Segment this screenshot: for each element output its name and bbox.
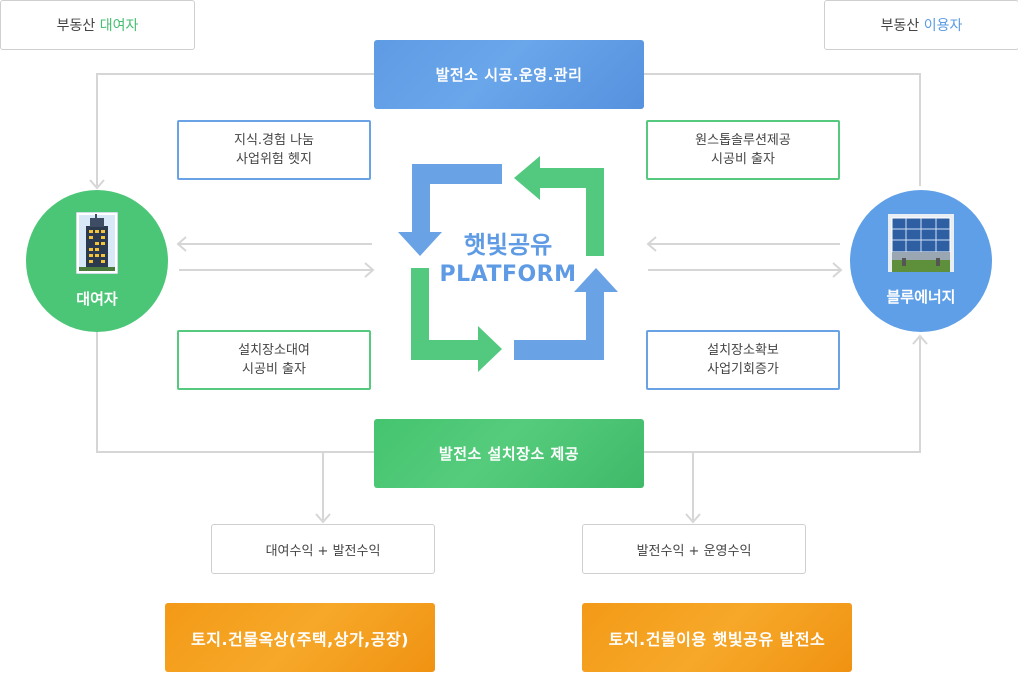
note-top-right: 원스톱솔루션제공 시공비 출자	[646, 120, 840, 180]
platform-cycle-icon	[398, 156, 618, 372]
note-top-left-line1: 지식.경험 나눔	[233, 133, 315, 148]
lender-label: 대여자	[76, 290, 118, 308]
platform-title: 햇빛공유 PLATFORM	[420, 230, 596, 290]
cycle-arrow-blue-up	[514, 268, 618, 360]
corner-tag-user-highlight: 이용자	[923, 18, 963, 34]
banner-site-provision-label: 발전소 설치장소 제공	[438, 445, 580, 463]
frame-top-right	[643, 73, 921, 186]
note-bottom-right-line2: 사업기회증가	[707, 362, 779, 377]
banner-construction-operation-label: 발전소 시공.운영.관리	[435, 66, 583, 84]
building-icon	[76, 212, 118, 274]
platform-title-line1: 햇빛공유	[463, 231, 553, 259]
banner-site-provision: 발전소 설치장소 제공	[374, 419, 644, 488]
corner-tag-user-prefix: 부동산	[880, 18, 920, 34]
result-lender-income-label: 대여수익 + 발전수익	[265, 543, 381, 559]
result-lender-income: 대여수익 + 발전수익	[211, 524, 435, 574]
outcome-shared-plant-banner: 토지.건물이용 햇빛공유 발전소	[582, 603, 852, 672]
cycle-arrow-blue-down	[398, 164, 502, 256]
solar-panel-icon	[888, 214, 954, 272]
corner-tag-lender-highlight: 대여자	[99, 18, 139, 34]
lender-circle: 대여자	[26, 190, 168, 332]
banner-construction-operation: 발전소 시공.운영.관리	[374, 40, 644, 109]
outcome-rooftop-label: 토지.건물옥상(주택,상가,공장)	[191, 629, 409, 649]
note-bottom-left-line1: 설치장소대여	[238, 343, 310, 358]
result-operator-income-label: 발전수익 + 운영수익	[636, 543, 752, 559]
corner-tag-lender: 부동산 대여자	[0, 0, 195, 50]
frame-bottom-left	[96, 330, 375, 453]
corner-tag-lender-prefix: 부동산	[56, 18, 96, 34]
platform-title-line2: PLATFORM	[439, 262, 577, 287]
cycle-arrow-green-left	[514, 156, 604, 256]
note-top-right-line2: 시공비 출자	[711, 152, 775, 167]
blue-energy-label: 블루에너지	[886, 288, 956, 306]
note-top-left: 지식.경험 나눔 사업위험 헷지	[177, 120, 371, 180]
note-bottom-left: 설치장소대여 시공비 출자	[177, 330, 371, 390]
note-top-left-line2: 사업위험 헷지	[236, 152, 312, 167]
cycle-arrow-green-right	[411, 268, 502, 372]
frame-bottom-right	[643, 338, 921, 453]
note-top-right-line1: 원스톱솔루션제공	[695, 133, 791, 148]
note-bottom-right-line1: 설치장소확보	[707, 343, 779, 358]
blue-energy-circle: 블루에너지	[850, 190, 992, 332]
outcome-rooftop-banner: 토지.건물옥상(주택,상가,공장)	[165, 603, 435, 672]
note-bottom-right: 설치장소확보 사업기회증가	[646, 330, 840, 390]
outcome-shared-plant-label: 토지.건물이용 햇빛공유 발전소	[608, 629, 826, 649]
corner-tag-user: 부동산 이용자	[824, 0, 1018, 50]
frame-top-left	[96, 73, 375, 186]
result-operator-income: 발전수익 + 운영수익	[582, 524, 806, 574]
note-bottom-left-line2: 시공비 출자	[242, 362, 306, 377]
